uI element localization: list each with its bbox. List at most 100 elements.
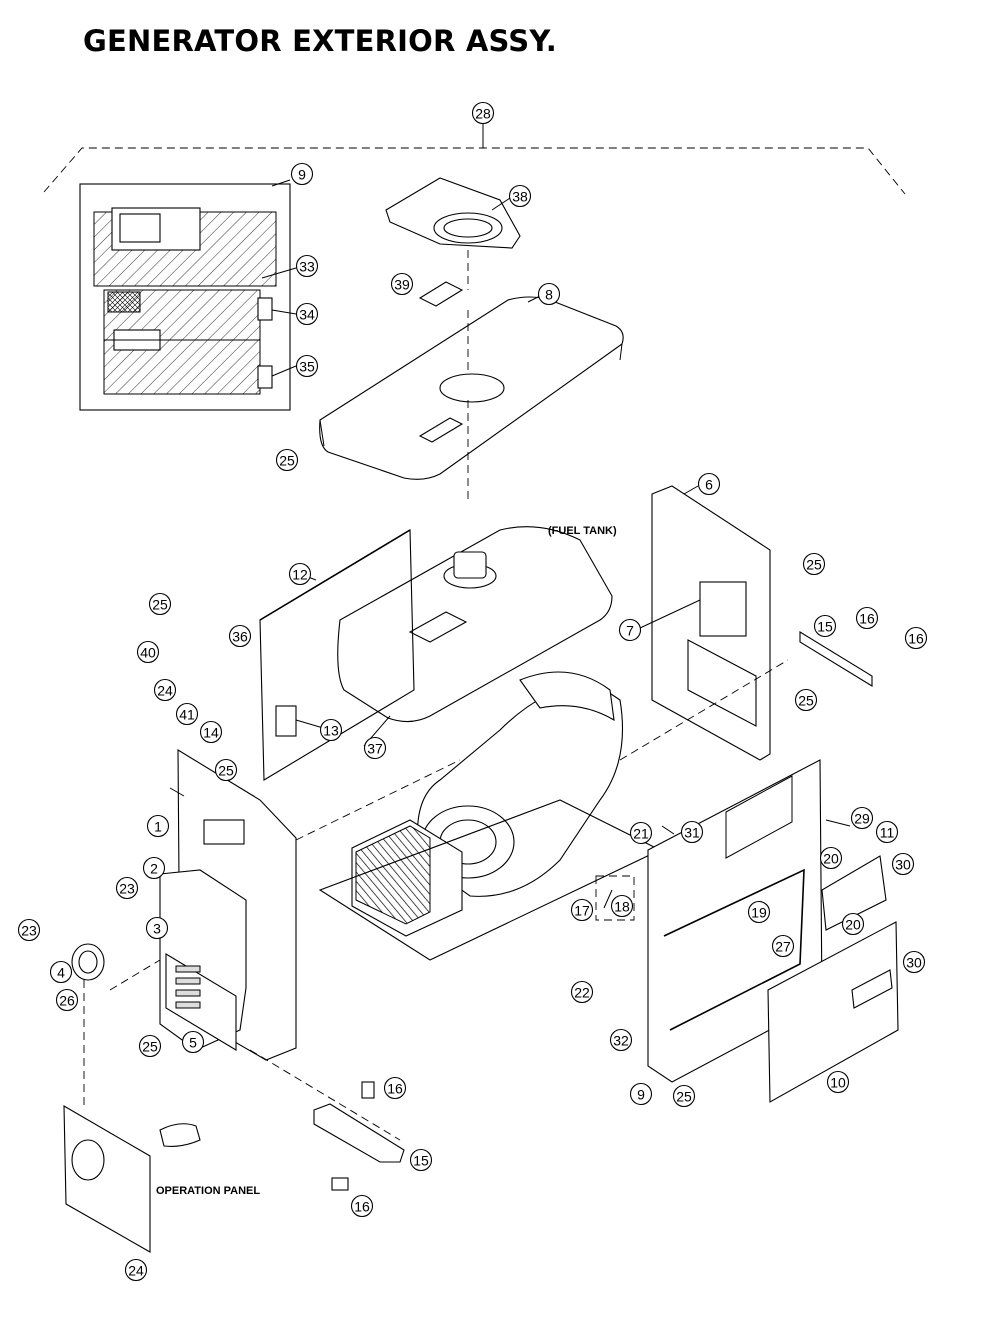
callout-25: 25 (672, 1084, 696, 1108)
callout-number: 30 (906, 955, 922, 971)
callout-32: 32 (609, 1028, 633, 1052)
callout-number: 4 (57, 965, 65, 981)
callout-36: 36 (228, 624, 252, 648)
callout-number: 32 (613, 1033, 629, 1049)
callout-circle (855, 606, 879, 630)
callout-circle (214, 758, 238, 782)
callout-circle (17, 918, 41, 942)
callout-3: 3 (145, 916, 169, 940)
callout-number: 36 (232, 629, 248, 645)
callout-number: 16 (908, 631, 924, 647)
callout-number: 25 (142, 1039, 158, 1055)
callout-number: 13 (323, 723, 339, 739)
callout-circle (49, 960, 73, 984)
callout-circle (629, 1082, 653, 1106)
callout-16: 16 (855, 606, 879, 630)
callout-circle (148, 592, 172, 616)
callout-13: 13 (319, 718, 343, 742)
callout-number: 16 (387, 1081, 403, 1097)
callout-number: 27 (775, 939, 791, 955)
callout-circle (115, 876, 139, 900)
callout-29: 29 (850, 806, 874, 830)
callout-circle (802, 552, 826, 576)
callout-circle (199, 720, 223, 744)
callout-number: 38 (512, 189, 528, 205)
callout-circle (138, 1034, 162, 1058)
callout-circle (409, 1148, 433, 1172)
callout-number: 7 (626, 623, 634, 639)
callout-41: 41 (175, 702, 199, 726)
callout-number: 2 (150, 861, 158, 877)
operation-panel (63, 1105, 201, 1253)
callout-number: 15 (817, 619, 833, 635)
callout-16: 16 (904, 626, 928, 650)
callout-31: 31 (680, 820, 704, 844)
callout-20: 20 (819, 846, 843, 870)
callout-number: 18 (614, 899, 630, 915)
callout-number: 20 (823, 851, 839, 867)
callout-circle (771, 934, 795, 958)
callout-number: 21 (633, 826, 649, 842)
callout-34: 34 (295, 302, 319, 326)
callout-circle (145, 916, 169, 940)
callout-circle (875, 820, 899, 844)
callout-number: 11 (880, 825, 895, 841)
callout-circle (813, 614, 837, 638)
callout-number: 24 (128, 1263, 144, 1279)
callout-number: 12 (292, 567, 308, 583)
callout-38: 38 (508, 184, 532, 208)
callout-circle (570, 898, 594, 922)
callout-circle (295, 354, 319, 378)
callout-number: 20 (845, 917, 861, 933)
callouts: 2893833398343525612251625151636407244114… (17, 101, 928, 1282)
callout-number: 40 (140, 645, 156, 661)
top-cover (319, 296, 624, 480)
callout-number: 9 (298, 167, 306, 183)
callout-number: 28 (475, 106, 491, 122)
callout-number: 1 (154, 819, 162, 835)
assembly-bracket (43, 124, 906, 195)
fuel-tank-label: (FUEL TANK) (548, 525, 617, 537)
callout-number: 26 (59, 993, 75, 1009)
callout-number: 9 (637, 1087, 645, 1103)
callout-8: 8 (537, 282, 561, 306)
callout-circle (610, 894, 634, 918)
switch-knob (71, 943, 105, 981)
callout-15: 15 (409, 1148, 433, 1172)
callout-number: 14 (203, 725, 219, 741)
callout-circle (841, 912, 865, 936)
callout-1: 1 (146, 814, 170, 838)
callout-circle (747, 900, 771, 924)
callout-16: 16 (350, 1194, 374, 1218)
callout-number: 37 (367, 741, 383, 757)
callout-number: 8 (545, 287, 553, 303)
callout-circle (153, 678, 177, 702)
callout-15: 15 (813, 614, 837, 638)
callout-number: 19 (751, 905, 767, 921)
callout-number: 31 (684, 825, 700, 841)
left-rear-panel (259, 529, 415, 781)
callout-25: 25 (275, 448, 299, 472)
fuel-tank (337, 526, 613, 723)
callout-number: 25 (152, 597, 168, 613)
callout-25: 25 (148, 592, 172, 616)
callout-4: 4 (49, 960, 73, 984)
callout-circle (680, 820, 704, 844)
callout-number: 30 (895, 857, 911, 873)
callout-9: 9 (290, 162, 314, 186)
callout-number: 6 (705, 477, 713, 493)
callout-number: 23 (119, 881, 135, 897)
callout-23: 23 (115, 876, 139, 900)
callout-35: 35 (295, 354, 319, 378)
callout-circle (383, 1076, 407, 1100)
callout-circle (891, 852, 915, 876)
callout-16: 16 (383, 1076, 407, 1100)
callout-14: 14 (199, 720, 223, 744)
callout-circle (570, 980, 594, 1004)
callout-10: 10 (826, 1070, 850, 1094)
callout-circle (826, 1070, 850, 1094)
side-panel-inset (79, 183, 291, 411)
callout-circle (142, 856, 166, 880)
callout-circle (290, 162, 314, 186)
callout-39: 39 (390, 272, 414, 296)
